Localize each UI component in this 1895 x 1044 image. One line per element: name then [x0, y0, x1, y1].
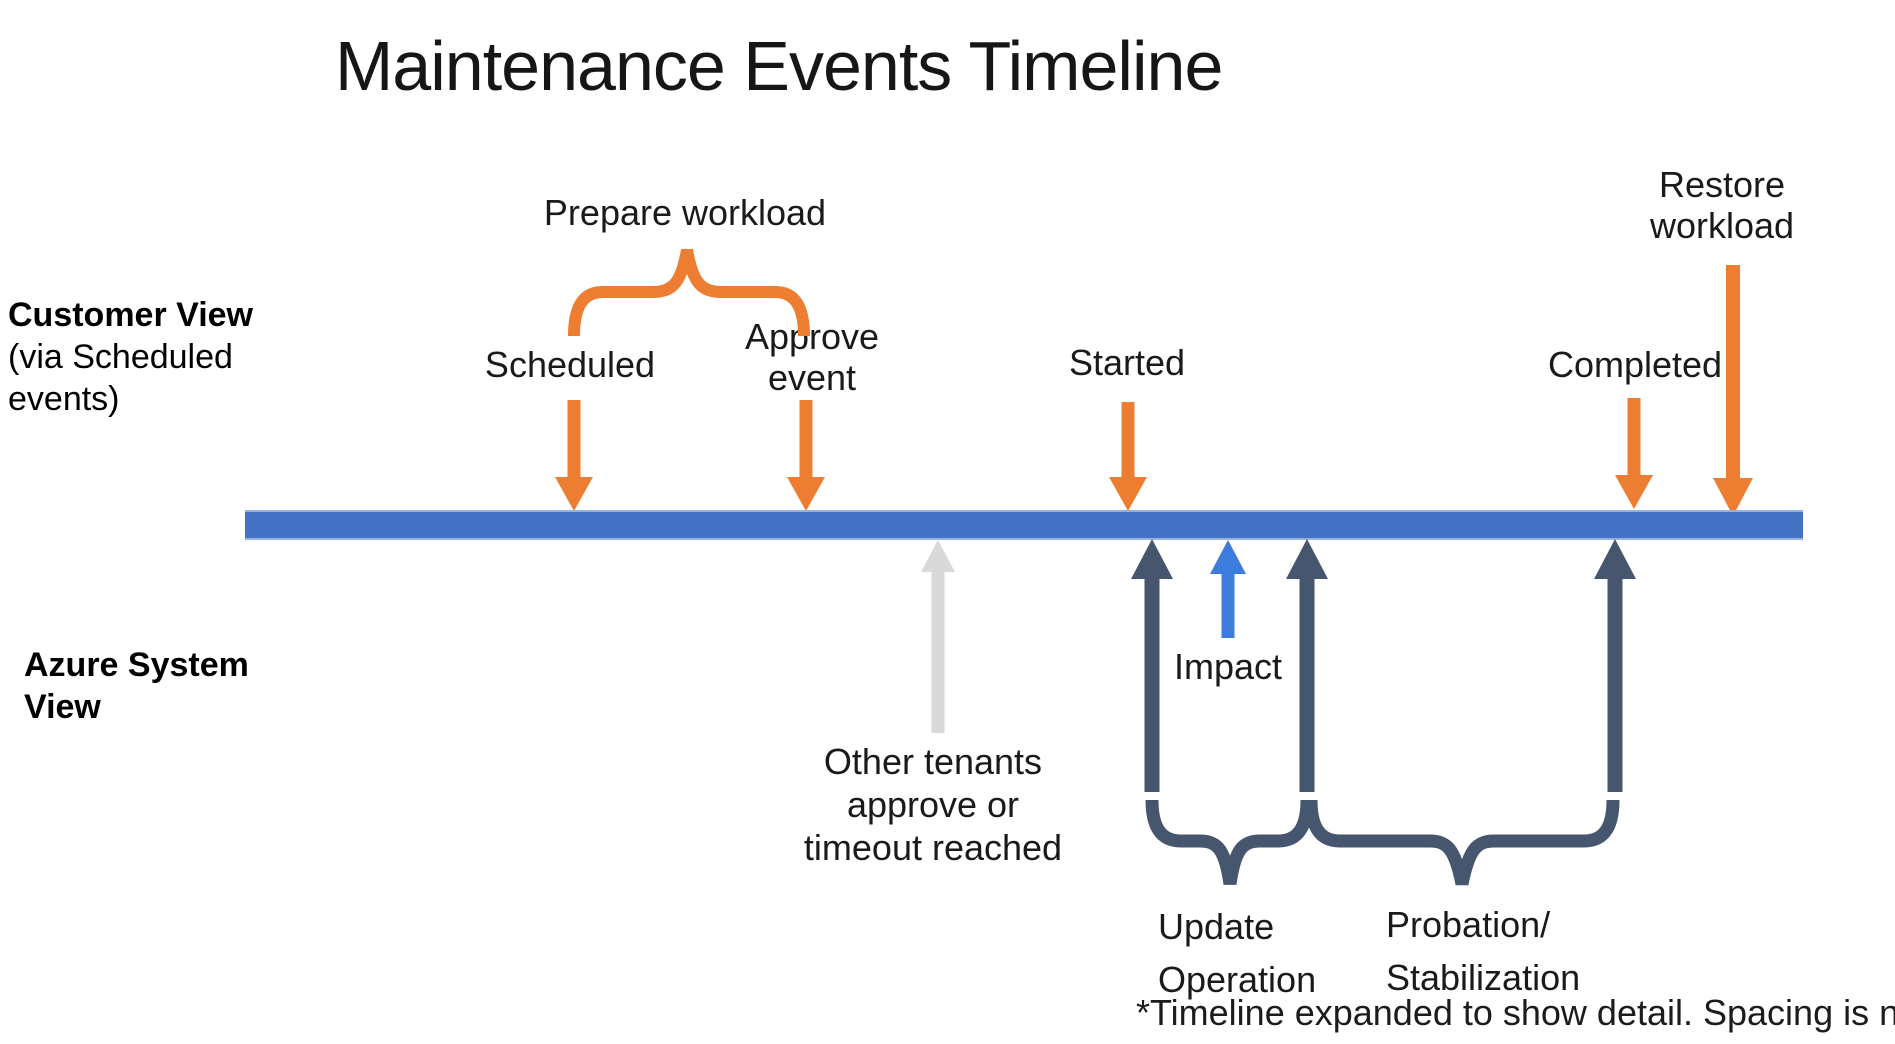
footnote: *Timeline expanded to show detail. Spaci…: [1136, 992, 1895, 1033]
update-operation-label: Update Operation: [1158, 906, 1317, 1000]
other-tenants-label: Other tenants approve or timeout reached: [803, 741, 1063, 868]
probation-end-arrow-icon: [1594, 539, 1636, 792]
started-arrow-icon: [1109, 402, 1147, 511]
customer-view-heading: Customer View: [8, 296, 254, 334]
completed-arrow-icon: [1615, 398, 1653, 509]
probation-stabilization-label: Probation/ Stabilization: [1386, 904, 1581, 998]
impact-label: Impact: [1173, 646, 1283, 687]
impact-arrow-icon: [1210, 540, 1246, 638]
customer-view-subline2: events): [8, 380, 120, 418]
probation-brace-icon: [1304, 799, 1620, 886]
other-tenants-arrow-icon: [921, 540, 955, 733]
scheduled-label: Scheduled: [484, 344, 656, 385]
customer-view-label: Customer View (via Scheduled events): [8, 294, 253, 420]
update-start-arrow-icon: [1131, 539, 1173, 792]
timeline-bar: [245, 510, 1803, 540]
approve-event-arrow-icon: [787, 400, 825, 511]
restore-workload-arrow-icon: [1713, 265, 1753, 516]
approve-event-label: Approve event: [744, 316, 880, 398]
azure-system-view-label: Azure System View: [24, 644, 249, 728]
restore-workload-label: Restore workload: [1649, 164, 1795, 246]
customer-view-subline1: (via Scheduled: [8, 338, 233, 376]
scheduled-arrow-icon: [555, 400, 593, 511]
azure-view-line2: View: [24, 688, 101, 726]
prepare-workload-label: Prepare workload: [543, 192, 827, 233]
page-title: Maintenance Events Timeline: [335, 27, 1223, 105]
started-label: Started: [1068, 342, 1186, 383]
update-end-arrow-icon: [1286, 539, 1328, 792]
update-operation-brace-icon: [1145, 799, 1314, 885]
azure-view-line1: Azure System: [24, 646, 249, 684]
completed-label: Completed: [1547, 344, 1723, 385]
